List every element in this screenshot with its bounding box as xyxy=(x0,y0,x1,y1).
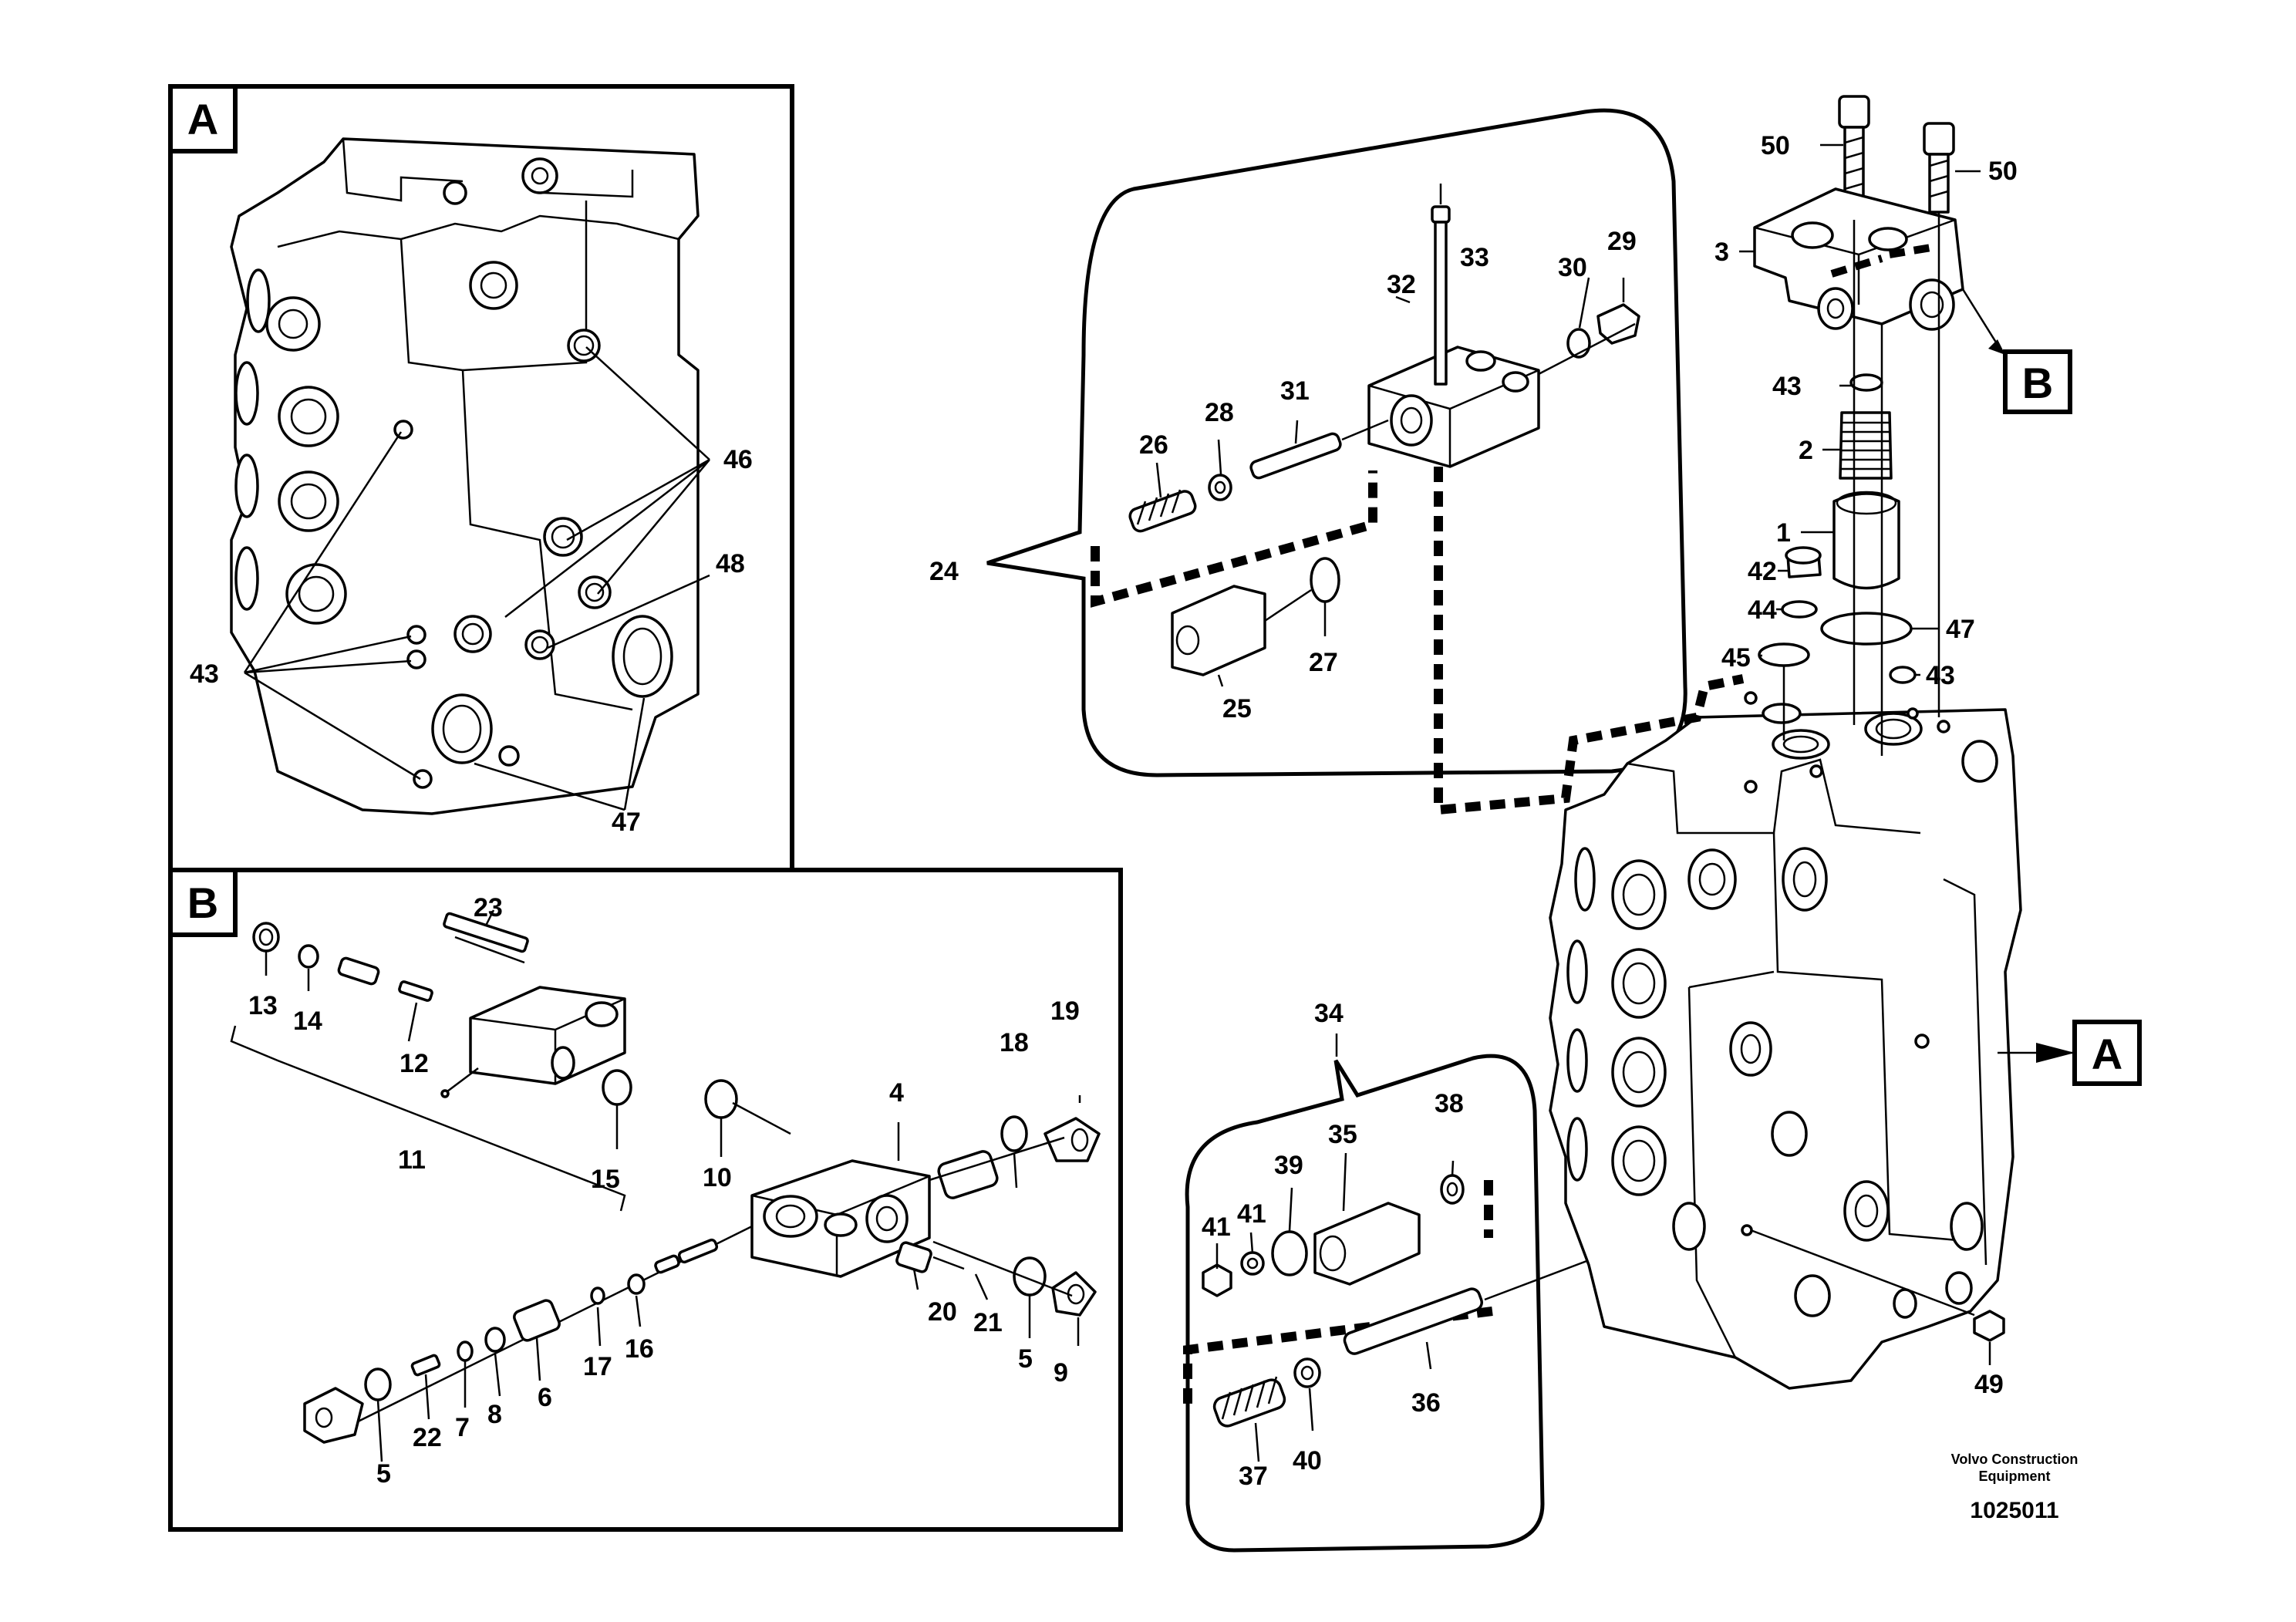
callout-45: 45 xyxy=(1721,643,1751,673)
view-b-leaders xyxy=(265,909,1081,1462)
detail-24-balloon: 24 33 32 30 29 31 28 26 27 25 xyxy=(929,108,1687,777)
credit-line-1: Volvo Construction xyxy=(1951,1452,2079,1467)
view-a-letter-box xyxy=(168,84,238,153)
callout-5-right: 5 xyxy=(1018,1344,1033,1374)
view-b-reference-letter: B xyxy=(2022,359,2053,407)
valve-body-4 xyxy=(303,1079,1101,1444)
cover-block-stack xyxy=(1739,95,2005,756)
callout-30: 30 xyxy=(1558,253,1587,282)
callout-43-view-a: 43 xyxy=(190,659,219,689)
assembly-11-bracket xyxy=(230,1025,626,1212)
callout-20: 20 xyxy=(928,1297,957,1327)
callout-22: 22 xyxy=(413,1423,442,1452)
callout-36: 36 xyxy=(1411,1388,1441,1418)
callout-50-right: 50 xyxy=(1988,157,2018,186)
view-a-reference-letter: A xyxy=(2092,1030,2122,1078)
callout-17: 17 xyxy=(583,1352,612,1381)
callout-5-left: 5 xyxy=(376,1459,391,1489)
credit-line-2: Equipment xyxy=(1979,1469,2051,1484)
callout-10: 10 xyxy=(703,1163,732,1192)
callout-1: 1 xyxy=(1776,518,1791,548)
callout-16: 16 xyxy=(625,1334,654,1364)
view-a-panel: A xyxy=(168,84,794,872)
callout-31: 31 xyxy=(1280,376,1310,406)
callout-41-right: 41 xyxy=(1237,1199,1266,1229)
callout-42: 42 xyxy=(1748,557,1777,586)
callout-9: 9 xyxy=(1054,1358,1068,1388)
callout-28: 28 xyxy=(1205,398,1234,427)
callout-43-top: 43 xyxy=(1772,372,1802,401)
callout-19: 19 xyxy=(1050,996,1080,1026)
callout-7: 7 xyxy=(455,1413,470,1442)
callout-2: 2 xyxy=(1799,436,1813,465)
callout-11: 11 xyxy=(398,1145,426,1175)
callout-43-right: 43 xyxy=(1926,661,1955,690)
callout-40: 40 xyxy=(1293,1446,1322,1475)
callout-38: 38 xyxy=(1435,1089,1464,1118)
callout-44: 44 xyxy=(1748,595,1777,625)
subassembly-11 xyxy=(252,912,632,1106)
drawing-reference-number: 1025011 xyxy=(1970,1498,2058,1523)
callout-18: 18 xyxy=(1000,1028,1029,1057)
callout-46: 46 xyxy=(723,445,753,474)
callout-48: 48 xyxy=(716,549,745,578)
callout-26: 26 xyxy=(1139,430,1168,460)
callout-23: 23 xyxy=(474,893,503,922)
callout-35: 35 xyxy=(1328,1120,1357,1149)
callout-21: 21 xyxy=(973,1308,1003,1337)
view-b-reference: B xyxy=(2003,349,2072,414)
detail-34-balloon: 34 35 38 39 41 41 36 40 37 xyxy=(1183,999,1659,1553)
callout-14: 14 xyxy=(293,1007,322,1036)
view-a-leaders xyxy=(243,346,710,811)
callout-15: 15 xyxy=(591,1165,620,1194)
view-b-letter: B xyxy=(187,878,218,927)
callout-47-view-a: 47 xyxy=(612,808,641,837)
callout-4: 4 xyxy=(889,1078,904,1108)
callout-27: 27 xyxy=(1309,648,1338,677)
view-b-letter-box xyxy=(168,868,238,937)
callout-24: 24 xyxy=(929,557,959,586)
callout-13: 13 xyxy=(248,991,278,1020)
callout-34: 34 xyxy=(1314,999,1344,1028)
view-a-letter: A xyxy=(187,95,218,143)
callout-41-left: 41 xyxy=(1202,1212,1231,1242)
callout-49: 49 xyxy=(1974,1370,2004,1399)
view-a-reference: A xyxy=(2072,1020,2142,1086)
callout-6: 6 xyxy=(538,1383,552,1412)
callout-32: 32 xyxy=(1387,270,1416,299)
callout-37: 37 xyxy=(1239,1462,1268,1491)
callout-3: 3 xyxy=(1714,238,1729,267)
callout-12: 12 xyxy=(400,1049,429,1078)
callout-47-right: 47 xyxy=(1946,615,1975,644)
view-b-panel: B xyxy=(168,868,1123,1532)
callout-8: 8 xyxy=(487,1400,502,1429)
callout-33: 33 xyxy=(1460,243,1489,272)
valve-housing-rear-view xyxy=(230,137,700,815)
callout-50-left: 50 xyxy=(1761,131,1790,160)
main-control-valve xyxy=(1434,467,2075,1390)
callout-39: 39 xyxy=(1274,1151,1303,1180)
callout-25: 25 xyxy=(1222,694,1252,723)
callout-29: 29 xyxy=(1607,227,1637,256)
